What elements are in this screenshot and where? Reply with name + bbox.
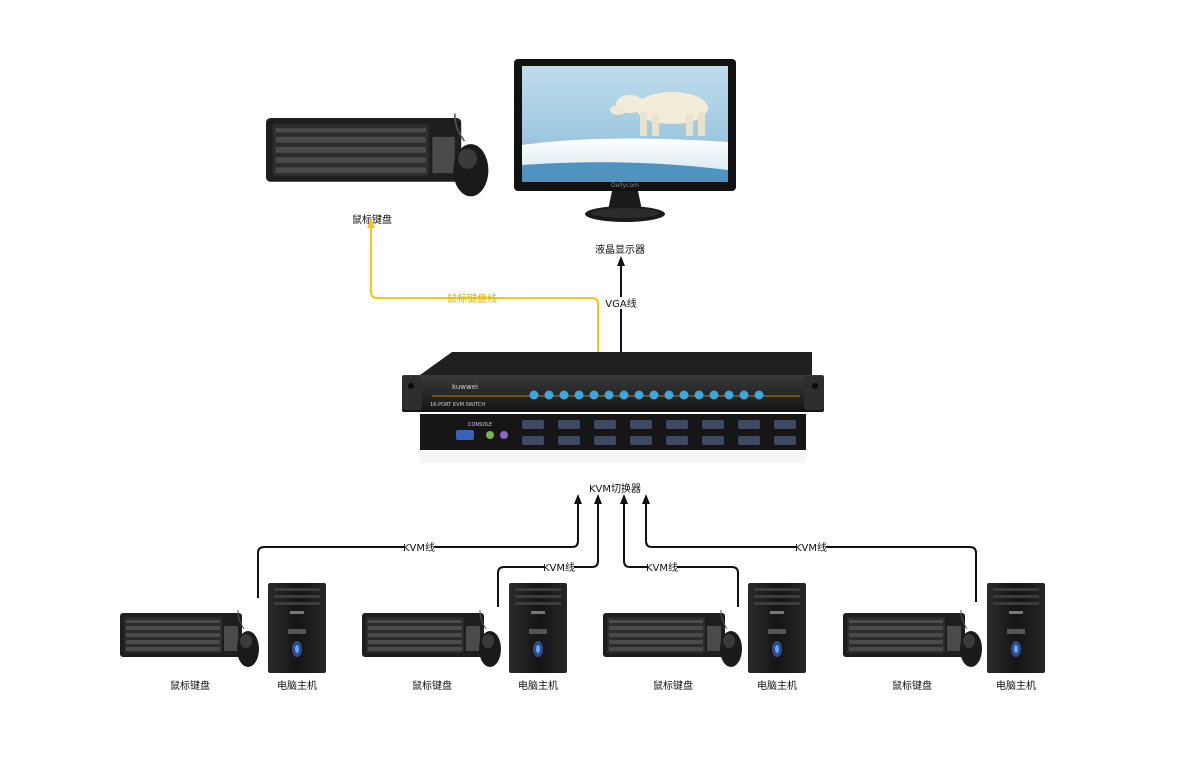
kvm-cable-1-label: KVM线 — [403, 541, 435, 554]
kvm-ports — [522, 420, 796, 445]
top-keyboard-mouse — [265, 112, 490, 198]
pc-host-3 — [748, 583, 806, 673]
vga-cable-label: VGA线 — [605, 297, 636, 310]
kvm-cable-2-label: KVM线 — [543, 561, 575, 574]
monitor-label: 液晶显示器 — [595, 243, 645, 256]
pc-keyboard-mouse-label-2: 鼠标键盘 — [412, 679, 452, 692]
pc-keyboard-mouse-3 — [602, 609, 743, 668]
switch-console-label: CONSOLE — [468, 422, 492, 428]
pc-keyboard-mouse-label-4: 鼠标键盘 — [892, 679, 932, 692]
pc-keyboard-mouse-1 — [119, 609, 260, 668]
pc-host-label-1: 电脑主机 — [277, 679, 317, 692]
switch-brand-label: kuwwei — [452, 383, 478, 391]
pc-host-1 — [268, 583, 326, 673]
kvm-cable-3-label: KVM线 — [646, 561, 678, 574]
pc-keyboard-mouse-2 — [361, 609, 502, 668]
workstation-1 — [119, 583, 326, 673]
workstation-4 — [842, 583, 1045, 673]
polar-bear — [610, 92, 708, 136]
kvm-cable-3 — [620, 494, 739, 607]
keyboard-mouse-cable-label: 鼠标键盘线 — [447, 292, 497, 305]
workstation-2 — [361, 583, 567, 673]
pc-keyboard-mouse-label-1: 鼠标键盘 — [170, 679, 210, 692]
pc-host-4 — [987, 583, 1045, 673]
workstation-3 — [602, 583, 806, 673]
keyboard-mouse-cable — [367, 218, 599, 352]
pc-host-label-4: 电脑主机 — [996, 679, 1036, 692]
monitor-brand-label: Dellycom — [611, 182, 639, 189]
port-indicators — [529, 390, 764, 400]
pc-host-label-2: 电脑主机 — [518, 679, 558, 692]
switch-model-label: 16-PORT KVM SWITCH — [430, 402, 485, 408]
pc-host-2 — [509, 583, 567, 673]
monitor: Dellycom — [514, 59, 736, 222]
pc-keyboard-mouse-label-3: 鼠标键盘 — [653, 679, 693, 692]
kvm-switch-label: KVM切换器 — [589, 482, 641, 495]
kvm-switch: kuwwei 16-PORT KVM SWITCH CONSOLE — [402, 352, 824, 463]
pc-keyboard-mouse-4 — [842, 609, 983, 668]
pc-host-label-3: 电脑主机 — [757, 679, 797, 692]
kvm-cable-4-label: KVM线 — [795, 541, 827, 554]
